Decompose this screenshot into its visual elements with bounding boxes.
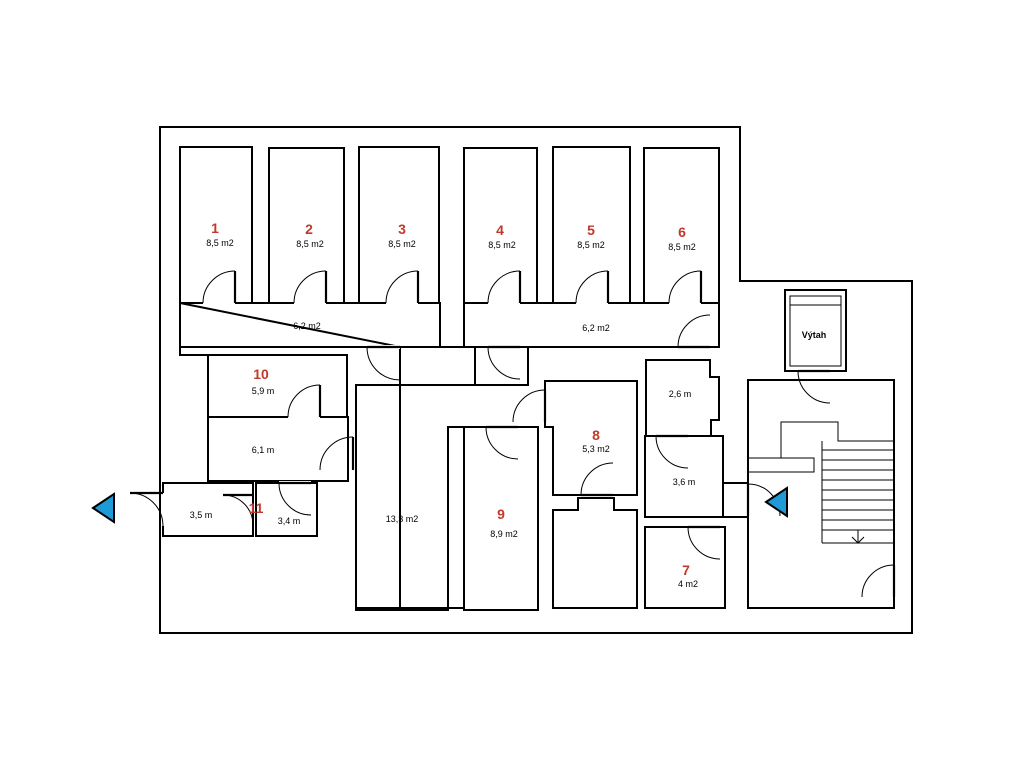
room-area: 5,9 m: [252, 386, 275, 396]
room-number: 2: [305, 221, 313, 237]
space-area: 6,2 m2: [582, 323, 610, 333]
room-area: 8,5 m2: [577, 240, 605, 250]
room-number: 10: [253, 366, 269, 382]
room-number: 4: [496, 222, 504, 238]
room-number: 1: [211, 220, 219, 236]
room-number: 5: [587, 222, 595, 238]
room-11-walls: [255, 482, 318, 537]
room-area: 8,9 m2: [490, 529, 518, 539]
space-area: 13,3 m2: [386, 514, 419, 524]
room-area: 8,5 m2: [488, 240, 516, 250]
space-area: 3,6 m: [673, 477, 696, 487]
doors: [129, 270, 896, 598]
space-area: 6,1 m: [252, 445, 275, 455]
room-area: 8,5 m2: [668, 242, 696, 252]
entrance-left-icon: [91, 492, 115, 524]
room-area: 5,3 m2: [582, 444, 610, 454]
space-area: 3,5 m: [190, 510, 213, 520]
elevator-cabin: [789, 295, 842, 367]
room-area: 8,5 m2: [296, 239, 324, 249]
room-area: 4 m2: [678, 579, 698, 589]
building-outline: [159, 126, 913, 634]
room-number: 8: [592, 427, 600, 443]
room-area: 8,5 m2: [388, 239, 416, 249]
room-7-walls: [644, 526, 726, 609]
hall-outline: [355, 385, 464, 611]
room-8-lower-walls: [552, 497, 638, 609]
elevator-label: Výtah: [802, 330, 827, 340]
corridor-link-walls-2: [475, 347, 529, 386]
staircase: [748, 421, 894, 544]
space-area: 2,6 m: [669, 389, 692, 399]
room-area: 8,5 m2: [206, 238, 234, 248]
entrance-right-icon: [764, 486, 788, 518]
corridor-link-walls: [399, 347, 476, 386]
room-area: 3,4 m: [278, 516, 301, 526]
room-number: 6: [678, 224, 686, 240]
space-area: 6,2 m2: [293, 321, 321, 331]
room-10-walls: [179, 347, 348, 418]
room-8-walls: [544, 380, 638, 496]
room-number: 9: [497, 506, 505, 522]
room-number: 7: [682, 562, 690, 578]
room-number: 3: [398, 221, 406, 237]
room-number: 11: [249, 500, 264, 516]
room-61-walls: [207, 416, 349, 482]
